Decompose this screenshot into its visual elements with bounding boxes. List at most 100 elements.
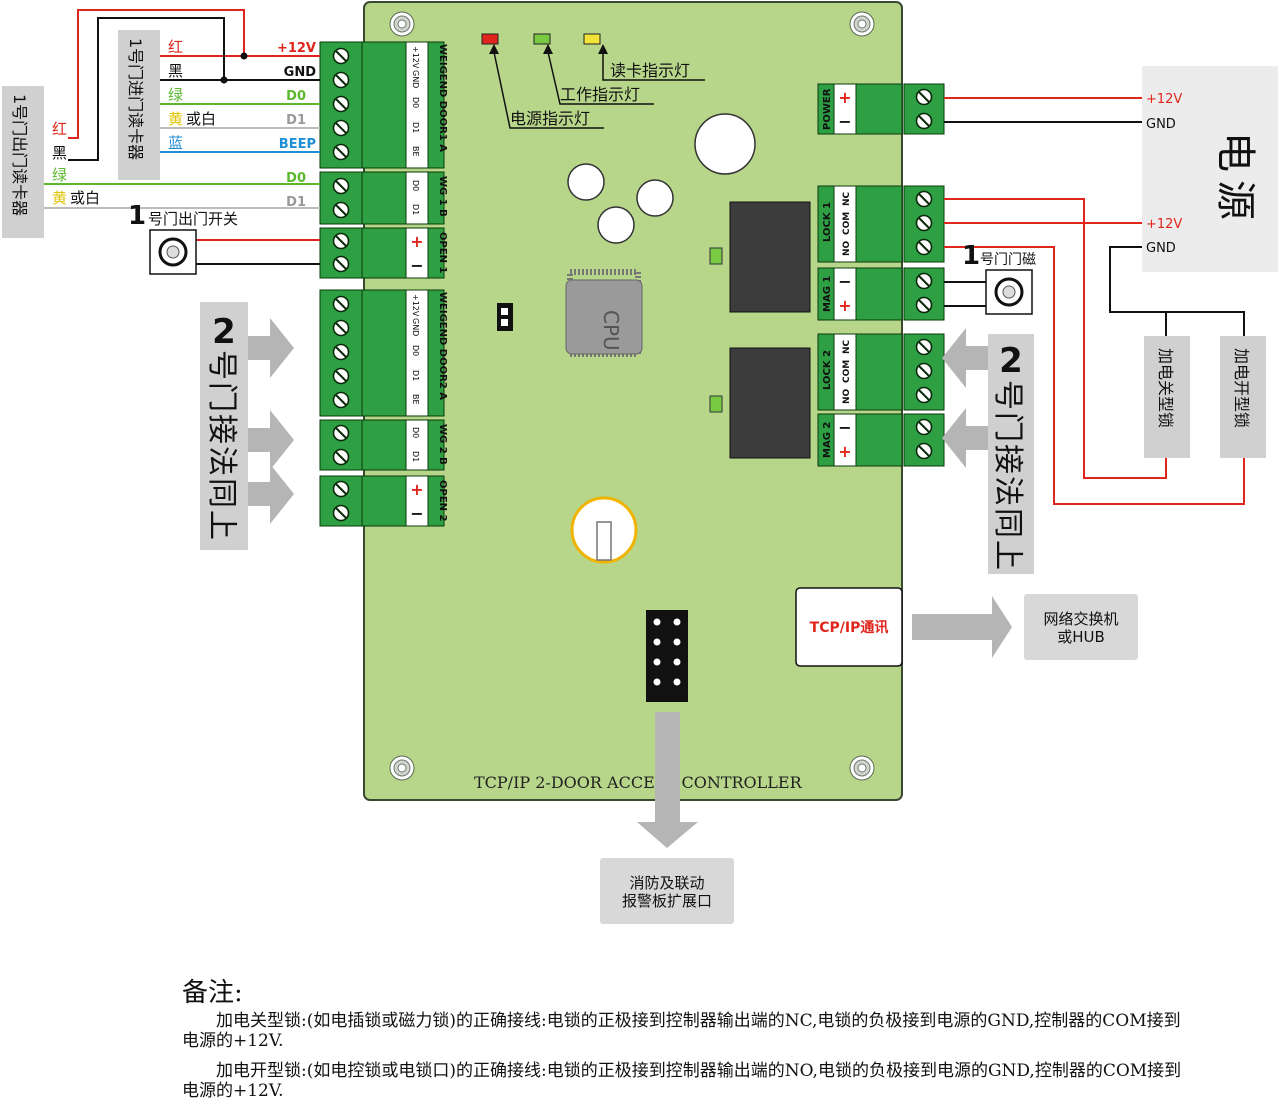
reader-out-title: 1号门出门读卡器 <box>10 94 29 216</box>
expansion-port <box>646 610 688 702</box>
wire-signal-label: +12V <box>277 41 316 56</box>
read-led-label: 读卡指示灯 <box>610 61 690 80</box>
wire-signal-label: D0 <box>286 89 306 104</box>
pin-label: + <box>410 480 423 499</box>
fail-safe-lock-label: 加电开型锁 <box>1232 348 1251 428</box>
capacitor <box>694 113 756 175</box>
pin-label: +12V <box>411 294 420 317</box>
connector-mag1 <box>817 267 945 321</box>
door-sensor-label: 号门门磁 <box>980 252 1036 268</box>
power-connector-title: POWER <box>822 88 833 130</box>
door2-left-number: 2 <box>212 312 236 352</box>
door2-right-number: 2 <box>999 341 1023 381</box>
door2-left-arrows <box>248 318 294 524</box>
wire-color-label: 黄 <box>52 189 67 207</box>
pin-label: − <box>838 418 851 437</box>
power-led <box>481 33 499 45</box>
cpu-label: CPU <box>599 310 623 351</box>
pin-label: D1 <box>411 122 420 133</box>
wire-signal-label: BEEP <box>279 137 316 152</box>
wire-signal-label: D1 <box>286 113 306 128</box>
connector-lock1 <box>817 185 945 263</box>
work-led <box>533 33 551 45</box>
connector-lock2 <box>817 333 945 411</box>
reader-out-box <box>2 86 44 238</box>
pin-label: D1 <box>411 451 420 462</box>
mount-hole <box>849 11 875 37</box>
connector-open1 <box>319 227 445 279</box>
open1-title: OPEN 1 <box>437 232 448 274</box>
door2-right-box <box>988 334 1034 574</box>
supply-terminal-label: GND <box>1146 117 1176 132</box>
supply-terminal-label: +12V <box>1146 217 1182 232</box>
connector-mag2 <box>817 413 945 467</box>
note-fail-safe: 加电开型锁:(如电控锁或电锁口)的正确接线:电锁的正极接到控制器输出端的NO,电… <box>182 1061 1182 1101</box>
connector-wg1b <box>319 171 445 225</box>
pin-label: D0 <box>411 345 420 356</box>
expansion-arrow <box>637 712 698 848</box>
indicator-leaders <box>493 51 705 129</box>
notes: 备注: 加电关型锁:(如电插锁或磁力锁)的正确接线:电锁的正极接到控制器输出端的… <box>182 972 1192 1111</box>
exit-switch-label: 号门出门开关 <box>148 210 238 228</box>
note-fail-secure: 加电关型锁:(如电插锁或磁力锁)的正确接线:电锁的正极接到控制器输出端的NC,电… <box>182 1011 1181 1051</box>
pin-label: D0 <box>411 97 420 108</box>
wire-color-label: 黑 <box>52 144 67 162</box>
mag1-title: MAG 1 <box>822 276 833 312</box>
door2-right-text: 号门接法同上 <box>990 380 1025 572</box>
pin-label: BE <box>411 394 420 405</box>
wire-color-label: 黑 <box>168 62 183 80</box>
wire-color-label: 或白 <box>70 189 100 207</box>
pin-label: NC <box>842 339 852 354</box>
capacitor <box>567 163 605 201</box>
wire-color-label: 蓝 <box>168 134 183 152</box>
pin-label: D1 <box>411 204 420 215</box>
power-led-label: 电源指示灯 <box>510 109 590 128</box>
board-label: TCP/IP 2-DOOR ACCESS CONTROLLER <box>474 773 803 792</box>
pin-label: D1 <box>411 370 420 381</box>
wire-color-label: 绿 <box>52 166 67 184</box>
relay-1 <box>729 201 811 313</box>
power-wires <box>944 97 1245 505</box>
mount-hole <box>849 755 875 781</box>
pin-label: NO <box>842 240 852 256</box>
door2-left-box <box>200 302 248 550</box>
relay-2 <box>729 347 811 459</box>
reader-in-wires <box>44 9 320 265</box>
power-supply-title: 电源 <box>1212 132 1258 228</box>
pin-label: COM <box>842 212 852 235</box>
pin-label: + <box>838 296 851 315</box>
wg1b-title: WG 1 B <box>437 176 448 217</box>
pin-label: + <box>838 88 851 107</box>
fail-secure-lock-label: 加电关型锁 <box>1156 348 1175 428</box>
fail-secure-lock-box <box>1144 336 1190 458</box>
wg2b-title: WG 2 B <box>437 424 448 465</box>
network-switch-label: 网络交换机或HUB <box>1043 610 1118 646</box>
connector-wg2b <box>319 419 445 471</box>
wire-signal-label: D0 <box>286 171 306 186</box>
pin-label: COM <box>842 360 852 383</box>
supply-terminal-label: +12V <box>1146 92 1182 107</box>
wiegand-door1-title: WEIGEND DOOR1 A <box>437 44 448 152</box>
wire-color-label: 或白 <box>186 110 216 128</box>
exit-switch <box>149 229 197 275</box>
network-switch-box <box>1024 594 1138 660</box>
pin-label: − <box>838 272 851 291</box>
wiegand-door2-title: WEIGEND DOOR2 A <box>437 292 448 400</box>
connector-wiegand-door2 <box>319 289 445 417</box>
wire-signal-label: D1 <box>286 195 306 210</box>
wire-color-label: 黄 <box>168 110 183 128</box>
work-led-label: 工作指示灯 <box>560 85 640 104</box>
read-led <box>583 33 601 45</box>
capacitor <box>636 179 674 217</box>
power-supply-box <box>1142 66 1278 272</box>
lock1-title: LOCK 1 <box>822 202 833 242</box>
exit-switch-number: 1 <box>128 201 146 231</box>
door-sensor-number: 1 <box>962 241 980 271</box>
capacitor <box>597 206 635 244</box>
connector-power <box>817 83 945 135</box>
mag2-title: MAG 2 <box>822 422 833 458</box>
fail-safe-lock-box <box>1220 336 1266 458</box>
mount-hole <box>389 755 415 781</box>
supply-terminal-label: GND <box>1146 241 1176 256</box>
